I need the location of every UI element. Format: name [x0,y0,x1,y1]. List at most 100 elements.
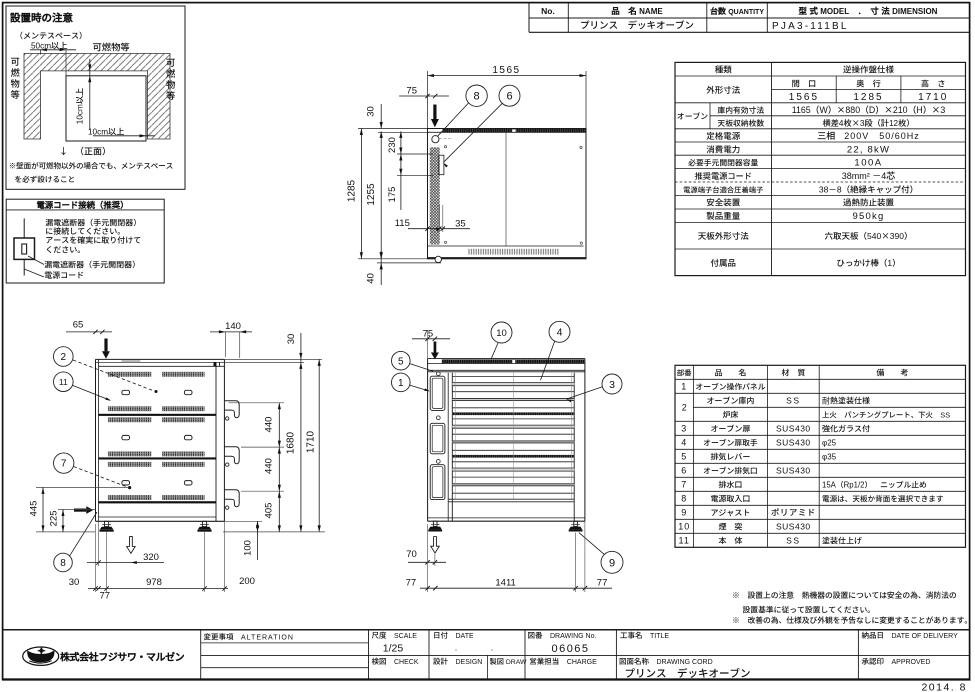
svg-text:6: 6 [681,466,687,476]
svg-text:アースを確実に取り付けて: アースを確実に取り付けて [45,235,141,246]
svg-text:10: 10 [678,522,690,532]
svg-text:978: 978 [146,577,162,588]
svg-text:405: 405 [264,503,275,519]
svg-text:オーブン扉: オーブン扉 [710,424,750,435]
svg-text:φ25: φ25 [822,439,837,448]
svg-text:11: 11 [59,377,68,387]
svg-text:図番 DRAWING No.: 図番 DRAWING No. [528,630,597,641]
svg-text:1285: 1285 [347,179,358,202]
svg-text:工事名 TITLE: 工事名 TITLE [620,630,669,641]
svg-text:445: 445 [29,501,40,517]
svg-text:庫内有効寸法: 庫内有効寸法 [717,105,764,116]
svg-text:設置時の注意: 設置時の注意 [10,11,73,26]
svg-text:台数 QUANTITY: 台数 QUANTITY [710,6,764,17]
svg-text:06065: 06065 [551,643,589,655]
svg-text:5: 5 [681,452,687,462]
svg-text:40: 40 [366,273,377,284]
svg-text:ください。: ください。 [45,244,85,255]
svg-text:1: 1 [398,378,404,389]
svg-text:オーブン操作パネル: オーブン操作パネル [695,382,765,393]
svg-text:SS: SS [786,396,800,406]
svg-text:天板収納枚数: 天板収納枚数 [717,118,764,129]
svg-text:↓: ↓ [59,145,68,158]
svg-text:5: 5 [398,356,404,367]
svg-text:電源コード: 電源コード [44,270,84,281]
svg-text:耐熱塗装仕様: 耐熱塗装仕様 [822,396,870,407]
svg-text:15A（Rp1/2） ニップル止め: 15A（Rp1/2） ニップル止め [822,480,927,491]
svg-text:承認印 APPROVED: 承認印 APPROVED [862,656,931,667]
svg-text:320: 320 [143,552,159,563]
svg-text:オーブン庫内: オーブン庫内 [706,396,754,407]
svg-text:1565: 1565 [492,65,520,76]
svg-text:1285: 1285 [853,92,883,103]
svg-text:上火 パンチングプレート、下火 SS: 上火 パンチングプレート、下火 SS [822,410,950,421]
svg-text:強化ガラス付: 強化ガラス付 [822,424,870,435]
svg-text:営業担当 CHARGE: 営業担当 CHARGE [529,656,597,667]
svg-text:煙 突: 煙 突 [718,522,742,533]
svg-text:高 さ: 高 さ [921,77,946,89]
svg-text:逆操作盤仕様: 逆操作盤仕様 [843,64,895,76]
svg-text:70: 70 [406,549,417,560]
svg-text:部番: 部番 [677,368,692,379]
svg-text:.: . [491,643,494,653]
svg-text:1680: 1680 [286,431,297,454]
svg-text:2: 2 [682,403,687,413]
svg-text:1255: 1255 [366,183,377,206]
svg-text:140: 140 [225,321,241,332]
svg-text:SUS430: SUS430 [776,466,811,476]
svg-text:SUS430: SUS430 [776,522,811,532]
svg-text:尺度 SCALE: 尺度 SCALE [372,630,418,641]
svg-text:※壁面が可燃物以外の場合でも、メンテスペース: ※壁面が可燃物以外の場合でも、メンテスペース [9,160,173,171]
svg-text:塗装仕上げ: 塗装仕上げ [822,536,862,547]
svg-text:品 名 NAME: 品 名 NAME [611,5,663,17]
svg-text:65: 65 [73,320,84,331]
svg-text:30: 30 [286,334,297,345]
svg-text:オーブン排気口: オーブン排気口 [703,466,758,477]
svg-text:日付 DATE: 日付 DATE [433,630,474,641]
svg-text:推奨電源コード: 推奨電源コード [695,170,752,182]
svg-text:三相 200V 50/60Hz: 三相 200V 50/60Hz [817,129,920,142]
svg-text:8: 8 [60,558,66,569]
svg-text:品 名: 品 名 [714,368,746,379]
svg-text:77: 77 [597,577,608,588]
svg-text:2: 2 [61,352,67,363]
svg-text:11: 11 [679,536,690,546]
svg-text:175: 175 [387,187,398,203]
svg-text:電源取入口: 電源取入口 [710,494,750,505]
svg-text:230: 230 [387,137,398,153]
svg-text:備 考: 備 考 [876,368,908,379]
svg-text:横差4枚×3段（計12枚）: 横差4枚×3段（計12枚） [823,117,915,129]
svg-text:可: 可 [166,55,175,69]
svg-text:3: 3 [681,424,687,434]
svg-text:225: 225 [49,510,60,526]
svg-text:8: 8 [474,91,480,103]
svg-text:電源端子台適合圧着端子: 電源端子台適合圧着端子 [683,185,763,195]
svg-text:30: 30 [69,577,80,588]
svg-text:75: 75 [406,86,417,97]
svg-text:電源は、天板か背面を選択できます: 電源は、天板か背面を選択できます [822,494,944,505]
svg-text:設置基準に従って設置してください。: 設置基準に従って設置してください。 [743,605,876,616]
svg-text:115: 115 [395,218,410,229]
svg-text:種類: 種類 [715,64,733,76]
svg-text:10cm以上: 10cm以上 [88,125,124,137]
svg-text:1710: 1710 [918,92,948,103]
svg-text:付属品: 付属品 [710,257,736,269]
svg-text:4: 4 [557,327,563,339]
svg-text:製図 DRAW: 製図 DRAW [490,657,527,667]
svg-text:100: 100 [243,540,254,556]
svg-text:炉床: 炉床 [722,410,738,421]
svg-text:3: 3 [609,379,615,391]
svg-text:1411: 1411 [495,577,515,588]
svg-text:77: 77 [100,590,111,601]
svg-text:オーブン: オーブン [677,111,708,122]
svg-text:燃: 燃 [11,65,21,79]
svg-text:天板外形寸法: 天板外形寸法 [698,230,750,242]
svg-text:50cm以上: 50cm以上 [31,39,67,51]
svg-text:六取天板（540×390）: 六取天板（540×390） [825,230,913,242]
svg-text:プリンス デッキオーブン: プリンス デッキオーブン [580,18,694,32]
svg-text:アジャスト: アジャスト [710,508,750,519]
svg-text:検図 CHECK: 検図 CHECK [372,656,419,667]
svg-text:38－8（絶縁キャップ付）: 38－8（絶縁キャップ付） [819,183,918,195]
svg-text:ポリアミド: ポリアミド [771,507,816,519]
svg-text:本 体: 本 体 [718,536,742,547]
